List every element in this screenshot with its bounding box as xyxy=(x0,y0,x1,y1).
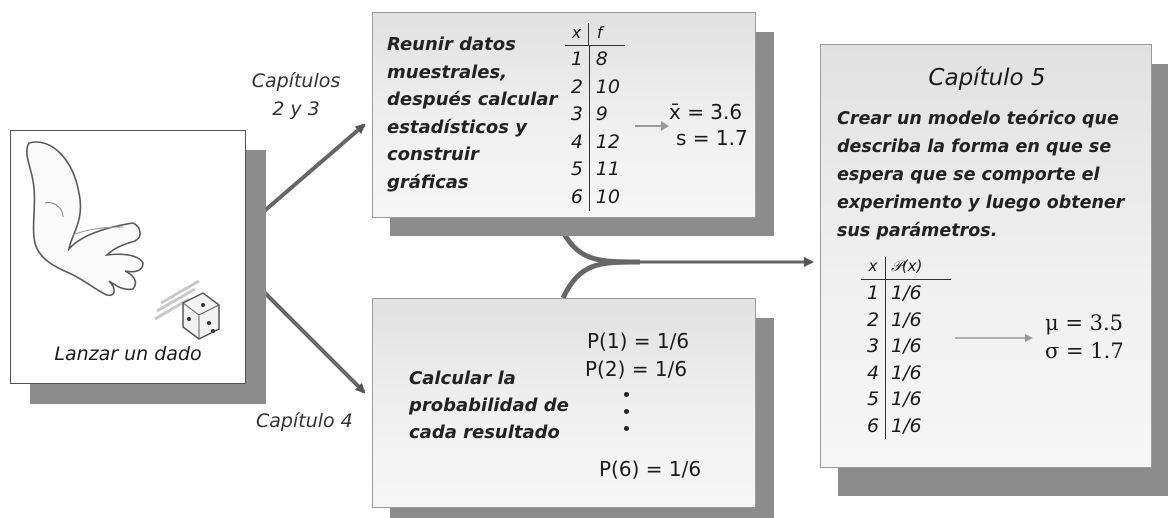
merge-curve xyxy=(563,232,640,298)
probability-text-line: probabilidad de xyxy=(409,392,569,419)
sample-table-cell-f: 10 xyxy=(589,184,625,212)
model-mu: μ = 3.5 xyxy=(1045,311,1123,335)
sample-table-cell-x: 5 xyxy=(565,156,589,184)
sample-text-line: gráficas xyxy=(387,169,557,197)
model-text-line: sus parámetros. xyxy=(837,217,1124,245)
model-box: Capítulo 5 Crear un modelo teórico que d… xyxy=(820,44,1152,468)
ellipsis-dot xyxy=(624,426,629,431)
probability-p2: P(2) = 1/6 xyxy=(585,357,687,381)
model-text-line: Crear un modelo teórico que xyxy=(837,105,1124,133)
sample-table-cell-f: 8 xyxy=(589,46,625,74)
sample-sd: s = 1.7 xyxy=(669,125,748,151)
sample-box: Reunir datos muestrales, después calcula… xyxy=(372,12,756,218)
sample-text-line: Reunir datos xyxy=(387,31,557,59)
model-table-header-px: 𝒫(x) xyxy=(885,257,947,279)
sample-table-cell-f: 10 xyxy=(589,74,625,102)
model-box-text: Crear un modelo teórico que describa la … xyxy=(837,105,1124,245)
sample-statistics: x̄ = 3.6 s = 1.7 xyxy=(669,99,748,151)
model-table-cell-px: 1/6 xyxy=(885,307,947,334)
model-table-cell-px: 1/6 xyxy=(885,280,947,307)
model-table-cell-x: 4 xyxy=(861,360,885,387)
sample-table-cell-f: 11 xyxy=(589,156,625,184)
model-text-line: experimento y luego obtener xyxy=(837,189,1124,217)
sample-table-cell-x: 3 xyxy=(565,101,589,129)
model-box-title: Capítulo 5 xyxy=(821,65,1153,91)
model-table-cell-px: 1/6 xyxy=(885,360,947,387)
sample-table-cell-x: 6 xyxy=(565,184,589,212)
label-chapters-2-3-line2: 2 y 3 xyxy=(248,98,344,120)
sample-table-cell-f: 9 xyxy=(589,101,625,129)
model-sigma: σ = 1.7 xyxy=(1045,339,1124,363)
sample-table-header-f: f xyxy=(588,23,625,45)
ellipsis-dot xyxy=(624,409,629,414)
sample-table-cell-x: 1 xyxy=(565,46,589,74)
sample-text-line: construir xyxy=(387,141,557,169)
model-text-line: describa la forma en que se xyxy=(837,133,1124,161)
model-text-line: espera que se comporte el xyxy=(837,161,1124,189)
label-chapters-2-3: Capítulos 2 y 3 xyxy=(248,70,344,120)
probability-box: Calcular la probabilidad de cada resulta… xyxy=(372,298,756,508)
probability-text-line: Calcular la xyxy=(409,365,569,392)
sample-mean: x̄ = 3.6 xyxy=(669,99,748,125)
sample-text-line: después calcular xyxy=(387,86,557,114)
model-table-header-x: x xyxy=(861,257,885,279)
die-box-caption: Lanzar un dado xyxy=(11,343,245,365)
label-chapters-2-3-line1: Capítulos xyxy=(248,70,344,92)
probability-p6: P(6) = 1/6 xyxy=(599,457,701,481)
probability-p1: P(1) = 1/6 xyxy=(587,329,689,353)
sample-text-line: estadísticos y xyxy=(387,114,557,142)
probability-box-text: Calcular la probabilidad de cada resulta… xyxy=(409,365,569,446)
sample-table-cell-x: 2 xyxy=(565,74,589,102)
sample-small-arrow xyxy=(635,119,671,133)
sample-table-cell-f: 12 xyxy=(589,129,625,157)
model-table-cell-px: 1/6 xyxy=(885,386,947,413)
model-table-cell-x: 1 xyxy=(861,280,885,307)
sample-table-cell-x: 4 xyxy=(565,129,589,157)
model-table-cell-px: 1/6 xyxy=(885,333,947,360)
model-table-cell-x: 3 xyxy=(861,333,885,360)
probability-text-line: cada resultado xyxy=(409,419,569,446)
sample-box-text: Reunir datos muestrales, después calcula… xyxy=(387,31,557,196)
sample-table-header-x: x xyxy=(565,23,588,45)
sample-text-line: muestrales, xyxy=(387,59,557,87)
ellipsis-dot xyxy=(624,392,629,397)
die-box: Lanzar un dado xyxy=(10,130,246,384)
model-table-cell-x: 2 xyxy=(861,307,885,334)
model-table-cell-x: 6 xyxy=(861,413,885,440)
label-chapter-4: Capítulo 4 xyxy=(256,410,353,432)
model-table-cell-px: 1/6 xyxy=(885,413,947,440)
model-table-cell-x: 5 xyxy=(861,386,885,413)
model-small-arrow xyxy=(955,331,1035,345)
